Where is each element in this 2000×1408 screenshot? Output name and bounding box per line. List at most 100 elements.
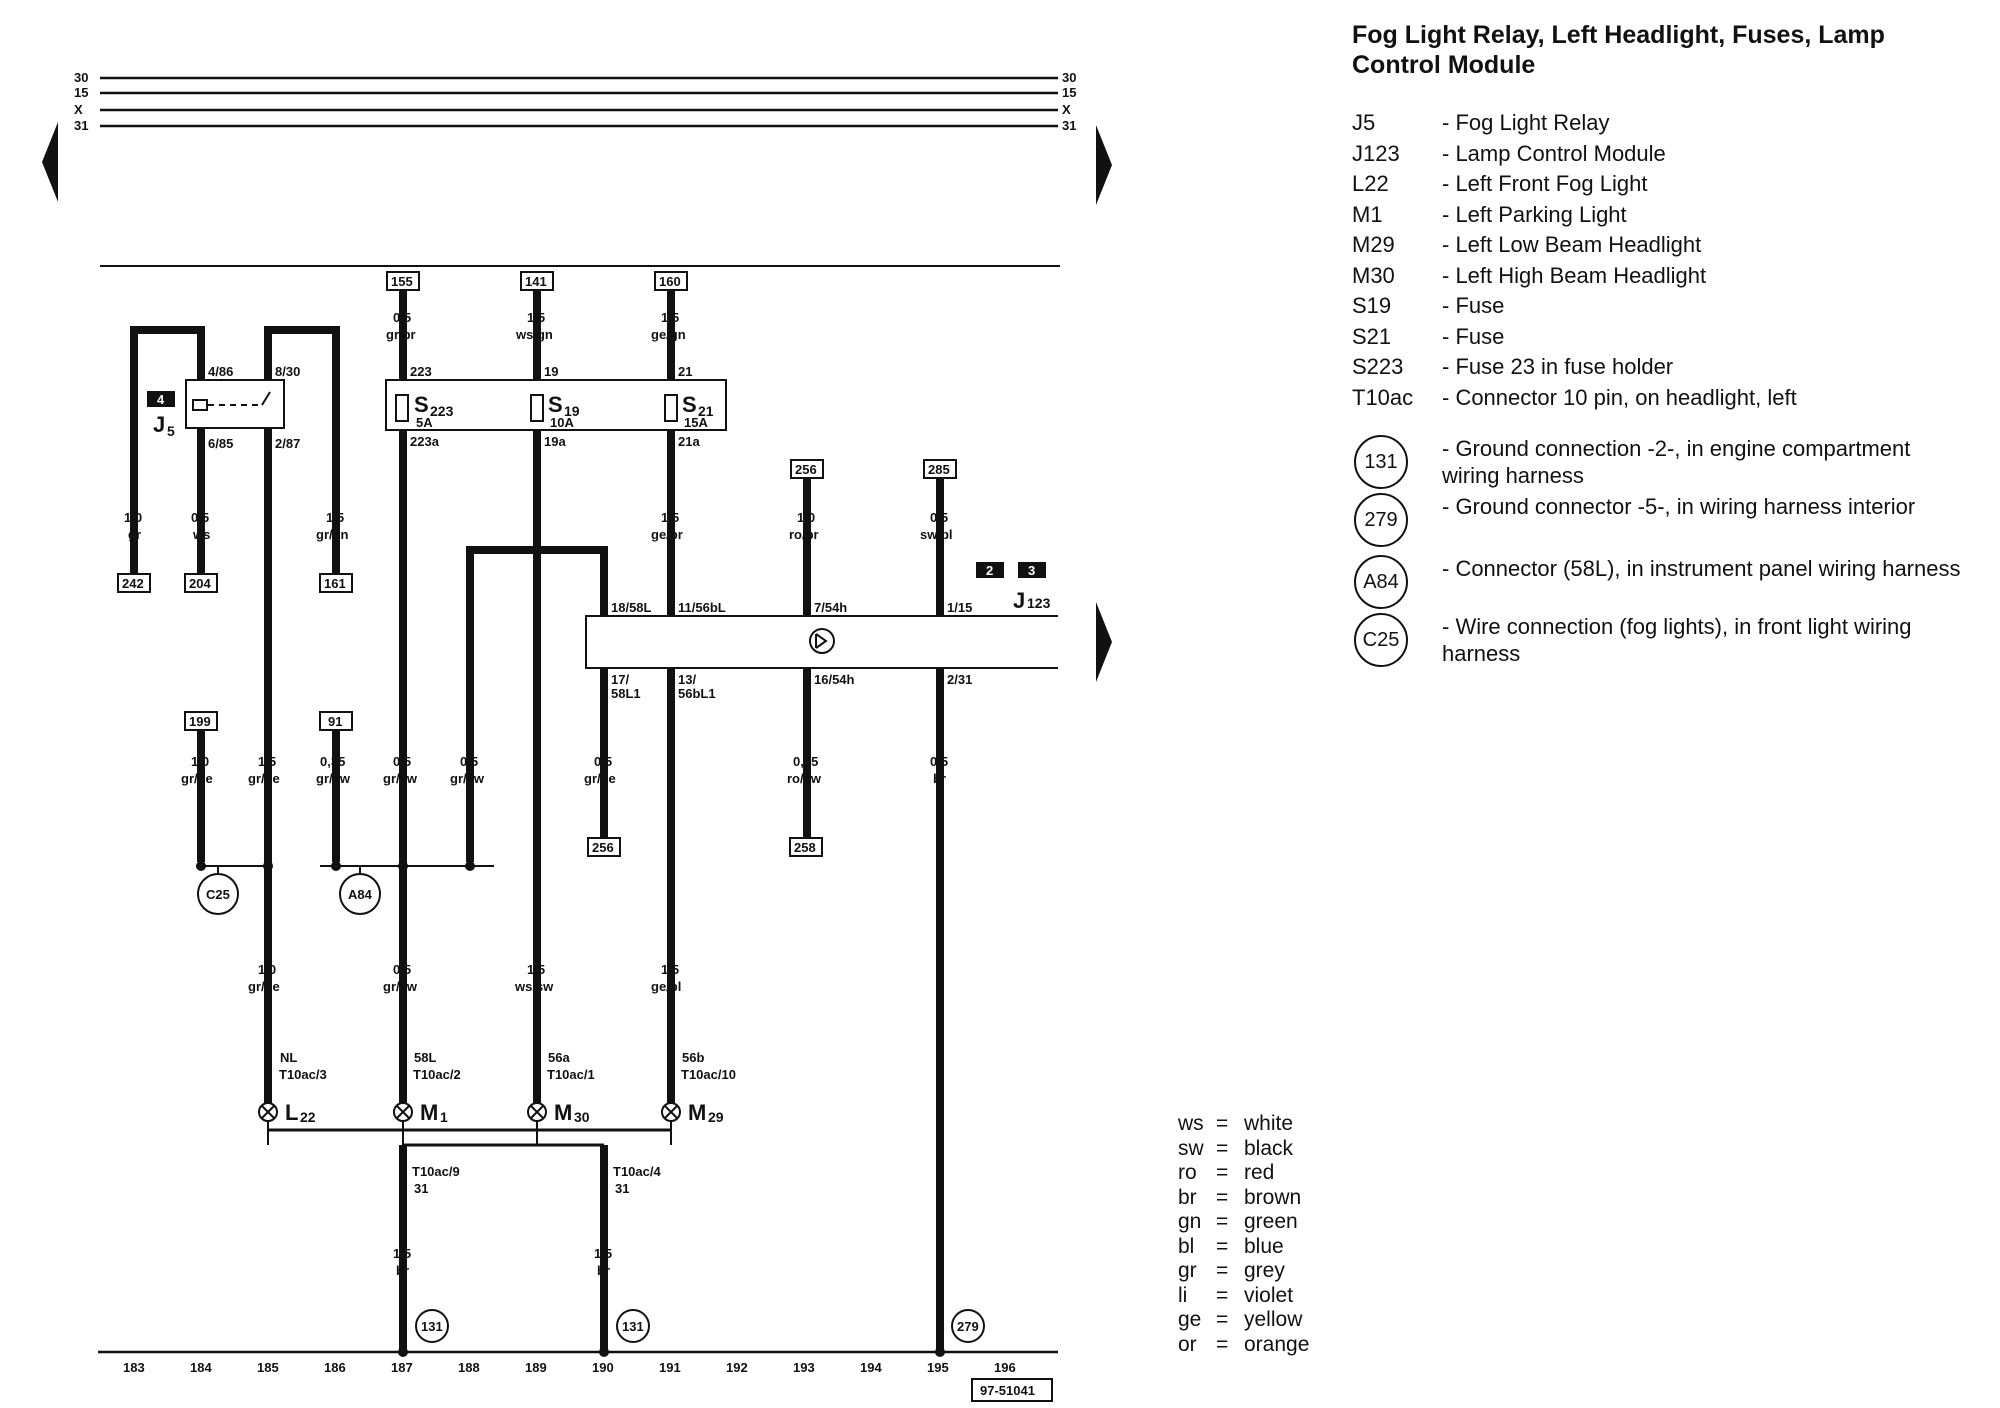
fuse-s223-name: S <box>414 392 429 417</box>
fuse-s19-name: S <box>548 392 563 417</box>
svg-text:br: br <box>597 1263 610 1278</box>
fuse-strip: S 223 5A S 19 10A S 21 15A 223 19 21 223… <box>385 364 727 449</box>
svg-text:1,5: 1,5 <box>527 310 545 325</box>
fuse-s19-sub: 19 <box>564 403 580 419</box>
page-title: Fog Light Relay, Left Headlight, Fuses, … <box>1352 21 1885 79</box>
list-item: T10ac- Connector 10 pin, on headlight, l… <box>1352 384 1797 410</box>
svg-text:195: 195 <box>927 1360 949 1375</box>
svg-text:gr/gn: gr/gn <box>316 527 349 542</box>
lamp-l22-pin: NL <box>280 1050 297 1065</box>
svg-text:0,5: 0,5 <box>393 962 411 977</box>
node-131: 131 <box>421 1319 443 1334</box>
list-item: ge=yellow <box>1178 1308 1303 1331</box>
list-item: M30- Left High Beam Headlight <box>1352 262 1707 288</box>
relay-j5: 4 J 5 4/86 8/30 6/85 2/87 <box>147 364 300 451</box>
svg-text:1,5: 1,5 <box>661 962 679 977</box>
lamp-m30-pin: 56a <box>548 1050 570 1065</box>
fuse-s223-icon <box>395 394 409 422</box>
svg-text:186: 186 <box>324 1360 346 1375</box>
ground-1-pin: 31 <box>414 1181 428 1196</box>
list-item: S19- Fuse <box>1352 293 1505 318</box>
svg-text:190: 190 <box>592 1360 614 1375</box>
svg-text:0,5: 0,5 <box>594 754 612 769</box>
list-item: bl=blue <box>1178 1234 1284 1258</box>
component-list: J5- Fog Light Relay J123- Lamp Control M… <box>1352 108 1972 413</box>
list-item: S21- Fuse <box>1352 323 1505 349</box>
track-numbers: 183 184 185 186 187 188 189 190 191 192 … <box>123 1360 1016 1375</box>
svg-text:gr/ge: gr/ge <box>181 771 213 786</box>
svg-text:0,35: 0,35 <box>320 754 345 769</box>
ref-285: 285 <box>928 462 950 477</box>
relay-pin-8: 8/30 <box>275 364 300 379</box>
list-item: C25- Wire connection (fog lights), in fr… <box>1352 613 1972 667</box>
ground-1-conn: T10ac/9 <box>412 1164 460 1179</box>
bus-label-30: 30 <box>74 70 88 85</box>
lamp-m29-name: M <box>688 1100 706 1125</box>
list-item: J5- Fog Light Relay <box>1352 110 1610 135</box>
list-item: A84- Connector (58L), in instrument pane… <box>1352 555 1972 609</box>
fuse-s223-pin-out: 223a <box>410 434 440 449</box>
svg-text:0,5: 0,5 <box>930 754 948 769</box>
svg-text:ro/br: ro/br <box>789 527 819 542</box>
module-pin-17a: 17/ <box>611 672 629 687</box>
lamp-l22-sub: 22 <box>300 1109 316 1125</box>
lamp-m1-name: M <box>420 1100 438 1125</box>
fuse-s19-pin-in: 19 <box>544 364 558 379</box>
lamp-icon <box>396 1105 410 1119</box>
module-j123: 2 3 J 123 18/58L 11/56bL 7/54h 1/15 17/ … <box>585 562 1058 701</box>
svg-text:194: 194 <box>860 1360 882 1375</box>
list-item: L22- Left Front Fog Light <box>1352 171 1648 196</box>
svg-text:ws/sw: ws/sw <box>514 979 554 994</box>
lamp-m1-pin: 58L <box>414 1050 436 1065</box>
ref-161: 161 <box>324 576 346 591</box>
ref-155: 155 <box>391 274 413 289</box>
module-pin-16: 16/54h <box>814 672 855 687</box>
module-sub: 123 <box>1027 595 1051 611</box>
fuse-s19-rating: 10A <box>550 415 574 430</box>
svg-text:br: br <box>396 1263 409 1278</box>
lamp-m29-pin: 56b <box>682 1050 704 1065</box>
relay-sub: 5 <box>167 423 175 439</box>
list-item: gr=grey <box>1178 1259 1285 1282</box>
wiring-diagram: 30 15 X 31 30 15 X 31 155 141 160 256 28… <box>42 70 1112 1402</box>
module-badge-b: 3 <box>1028 563 1035 578</box>
svg-text:0,5: 0,5 <box>460 754 478 769</box>
fuse-s21-pin-out: 21a <box>678 434 700 449</box>
relay-pin-2: 2/87 <box>275 436 300 451</box>
ref-91: 91 <box>328 714 342 729</box>
svg-text:ge/bl: ge/bl <box>651 979 681 994</box>
relay-badge: 4 <box>157 392 165 407</box>
bus-label-15-right: 15 <box>1062 85 1076 100</box>
lamp-m30-sub: 30 <box>574 1109 590 1125</box>
lamp-icon <box>664 1105 678 1119</box>
module-pin-1: 1/15 <box>947 600 972 615</box>
fuse-s19-pin-out: 19a <box>544 434 566 449</box>
svg-text:ws/gn: ws/gn <box>515 327 553 342</box>
svg-text:1,0: 1,0 <box>191 754 209 769</box>
bus-label-x: X <box>74 102 83 117</box>
list-item: li=violet <box>1178 1283 1294 1307</box>
svg-text:196: 196 <box>994 1360 1016 1375</box>
svg-text:188: 188 <box>458 1360 480 1375</box>
arrow-right-icon <box>1096 125 1112 205</box>
arrow-left-icon <box>42 122 58 202</box>
svg-text:0,5: 0,5 <box>191 510 209 525</box>
lamp-m29-conn: T10ac/10 <box>681 1067 736 1082</box>
fuse-s223-sub: 223 <box>430 403 454 419</box>
svg-text:1,0: 1,0 <box>258 962 276 977</box>
list-item: ro=red <box>1178 1161 1275 1184</box>
arrow-right-icon <box>1096 602 1112 682</box>
list-item: M1- Left Parking Light <box>1352 201 1627 227</box>
svg-text:gr/sw: gr/sw <box>316 771 351 786</box>
bus-label-15: 15 <box>74 85 88 100</box>
svg-text:ro/sw: ro/sw <box>787 771 822 786</box>
relay-pin-4: 4/86 <box>208 364 233 379</box>
legend: Fog Light Relay, Left Headlight, Fuses, … <box>1352 20 1972 671</box>
node-279: 279 <box>957 1319 979 1334</box>
lamps: L 22 NL T10ac/3 M 1 58L T10ac/2 M 30 56a… <box>258 1050 736 1125</box>
fuse-s19-icon <box>530 394 544 422</box>
lamp-m1: M 1 58L T10ac/2 <box>393 1050 461 1125</box>
list-item: gn=green <box>1178 1210 1298 1233</box>
relay-switch-icon <box>261 391 271 406</box>
svg-text:ge/gn: ge/gn <box>651 327 686 342</box>
